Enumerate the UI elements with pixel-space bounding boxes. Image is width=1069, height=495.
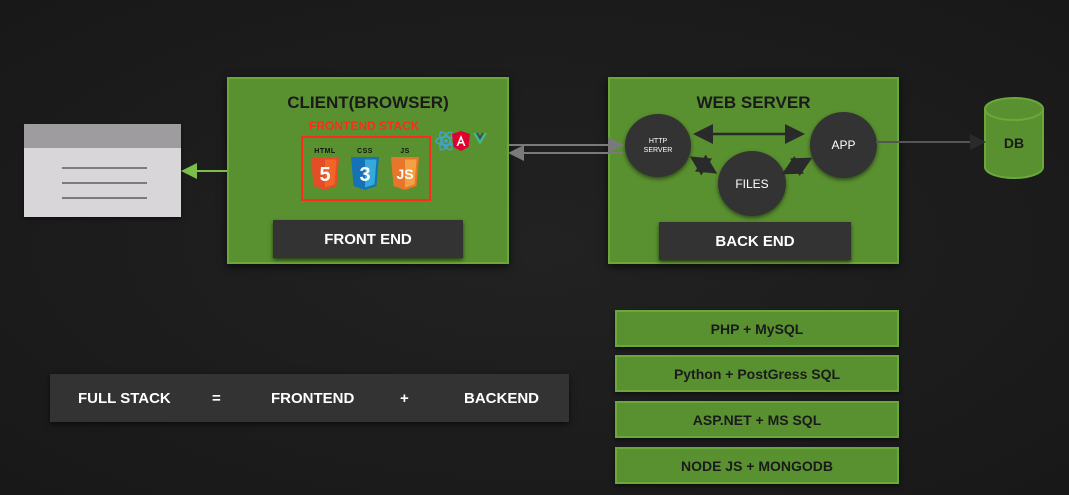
combo-aspnet-mssql: ASP.NET + MS SQL [615,401,899,438]
html-label: HTML [314,148,336,155]
web-server-title: WEB SERVER [696,93,811,112]
html5-icon: HTML 5 [309,148,341,196]
fullstack-equation: FULL STACK = FRONTEND + BACKEND [50,374,569,422]
frontend-stack-label: FRONTEND STACK [309,119,420,133]
fullstack-term: FULL STACK [78,389,171,407]
frontend-stack-box: HTML 5 CSS 3 JS [301,136,431,201]
web-server-panel: WEB SERVER HTTP SERVER APP FILES BACK EN… [608,77,899,264]
client-title: CLIENT(BROWSER) [287,93,449,112]
js-icon: JS JS [389,148,421,196]
combo-node-mongodb: NODE JS + MONGODB [615,447,899,484]
angular-icon [452,131,470,151]
back-end-box: BACK END [659,222,851,260]
db-label: DB [1003,135,1025,151]
client-panel: CLIENT(BROWSER) FRONTEND STACK HTML 5 CS… [227,77,509,264]
webpage-titlebar [24,124,181,148]
files-node: FILES [718,151,786,216]
frontend-term: FRONTEND [271,389,355,407]
css3-icon: CSS 3 [349,148,381,196]
webpage-icon [24,124,181,217]
front-end-box: FRONT END [273,220,463,258]
vue-icon [473,133,487,145]
combo-php-mysql: PHP + MySQL [615,310,899,347]
text-line [62,182,147,184]
css-label: CSS [357,148,373,155]
equals-sign: = [212,389,221,407]
text-line [62,197,147,199]
app-node: APP [810,112,877,178]
js-label: JS [400,148,410,155]
database-icon: DB [984,97,1044,179]
framework-icons [435,131,487,151]
http-server-node: HTTP SERVER [625,114,691,177]
css3-glyph: 3 [359,164,370,186]
js-glyph: JS [396,166,413,182]
html5-glyph: 5 [319,164,330,186]
react-icon [435,131,457,151]
combo-python-postgres: Python + PostGress SQL [615,355,899,392]
backend-term: BACKEND [464,389,539,407]
text-line [62,167,147,169]
plus-sign: + [400,389,409,407]
